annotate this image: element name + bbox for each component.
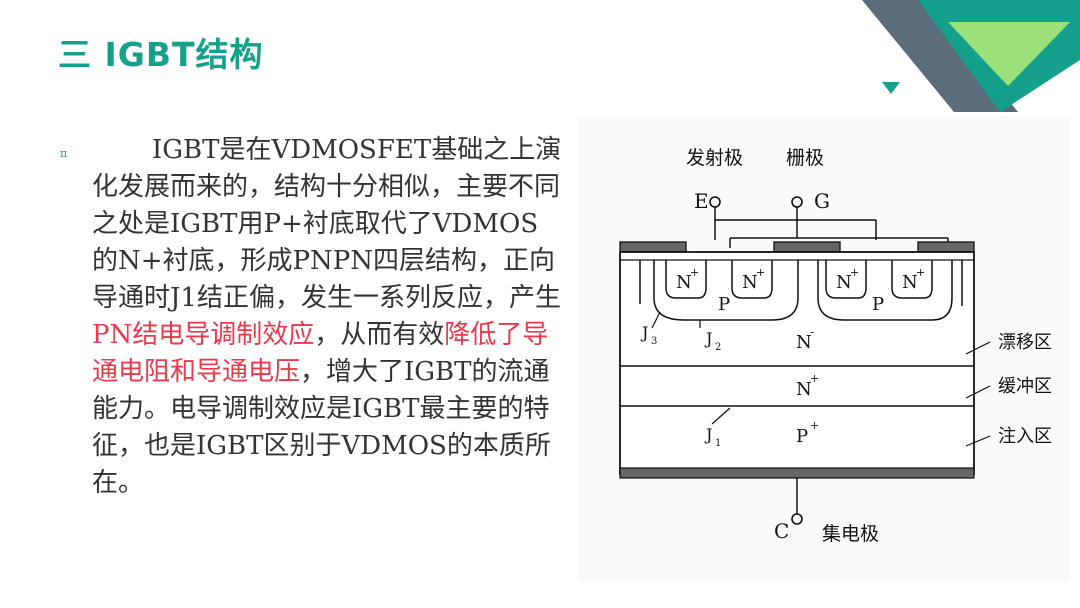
label-n-plus-2: N xyxy=(742,272,758,293)
label-n-plus-3-sup: + xyxy=(850,266,859,279)
label-j3-sub: 3 xyxy=(651,336,657,347)
deco-light-triangle xyxy=(948,22,1070,86)
label-drift-region: 漂移区 xyxy=(998,332,1052,353)
label-j3: J xyxy=(640,323,648,342)
label-buffer-n-plus: N xyxy=(796,379,812,400)
collector-metal xyxy=(619,467,975,479)
slide-title: 三 IGBT结构 xyxy=(58,35,264,74)
paragraph-part1: IGBT是在VDMOSFET基础之上演化发展而来的，结构十分相似，主要不同之处是… xyxy=(92,135,562,313)
label-p-plus: P xyxy=(796,426,808,447)
igbt-diagram: 发射极 栅极 E G xyxy=(619,147,1052,545)
label-p-1: P xyxy=(718,294,730,315)
label-n-minus-sup: - xyxy=(810,325,814,339)
label-n-plus-4: N xyxy=(902,272,918,293)
label-j1-sub: 1 xyxy=(715,438,721,449)
label-p-plus-sup: + xyxy=(810,419,819,432)
label-gate-cn: 栅极 xyxy=(786,147,824,169)
injection-pointer xyxy=(965,435,991,447)
label-j2-sub: 2 xyxy=(715,342,721,353)
n-plus-regions xyxy=(665,260,933,299)
label-buffer-n-plus-sup: + xyxy=(810,372,819,385)
label-j1: J xyxy=(704,425,712,444)
label-p-2: P xyxy=(872,294,884,315)
highlight-reduce-resistance: 降低了导通电阻和导通电压 xyxy=(92,320,549,387)
paragraph-part3: ，增大了IGBT的流通能力。电导调制效应是IGBT最主要的特征，也是IGBT区别… xyxy=(92,357,551,498)
p-wells xyxy=(639,260,963,321)
body-paragraph: IGBT是在VDMOSFET基础之上演化发展而来的，结构十分相似，主要不同之处是… xyxy=(92,132,562,502)
bullet-icon: π xyxy=(60,147,68,160)
label-collector-cn: 集电极 xyxy=(822,523,879,545)
drift-pointer xyxy=(965,341,991,355)
igbt-structure-figure: 发射极 栅极 E G xyxy=(578,116,1070,582)
gate-terminal xyxy=(791,196,803,208)
label-gate: G xyxy=(814,189,830,213)
label-emitter: E xyxy=(694,189,709,213)
label-injection-region: 注入区 xyxy=(998,426,1052,447)
j1-pointer xyxy=(711,407,731,425)
label-n-plus-1: N xyxy=(676,272,692,293)
emitter-terminal xyxy=(709,196,721,208)
label-n-plus-2-sup: + xyxy=(756,266,765,279)
label-buffer-region: 缓冲区 xyxy=(998,376,1052,397)
label-n-plus-1-sup: + xyxy=(690,266,699,279)
deco-gray-band xyxy=(862,0,1018,112)
label-n-minus: N xyxy=(796,332,812,353)
collector-terminal xyxy=(791,513,803,525)
label-collector: C xyxy=(774,519,789,543)
label-emitter-cn: 发射极 xyxy=(686,147,743,169)
label-n-plus-3: N xyxy=(836,272,852,293)
buffer-pointer xyxy=(965,385,991,399)
highlight-conductivity-modulation: PN结电导调制效应 xyxy=(92,320,315,350)
device-body xyxy=(619,251,975,475)
label-n-plus-4-sup: + xyxy=(916,266,925,279)
j3-pointer xyxy=(651,311,661,329)
paragraph-part2: ，从而有效 xyxy=(314,320,445,350)
deco-small-triangle xyxy=(882,82,900,94)
label-j2: J xyxy=(704,329,712,348)
